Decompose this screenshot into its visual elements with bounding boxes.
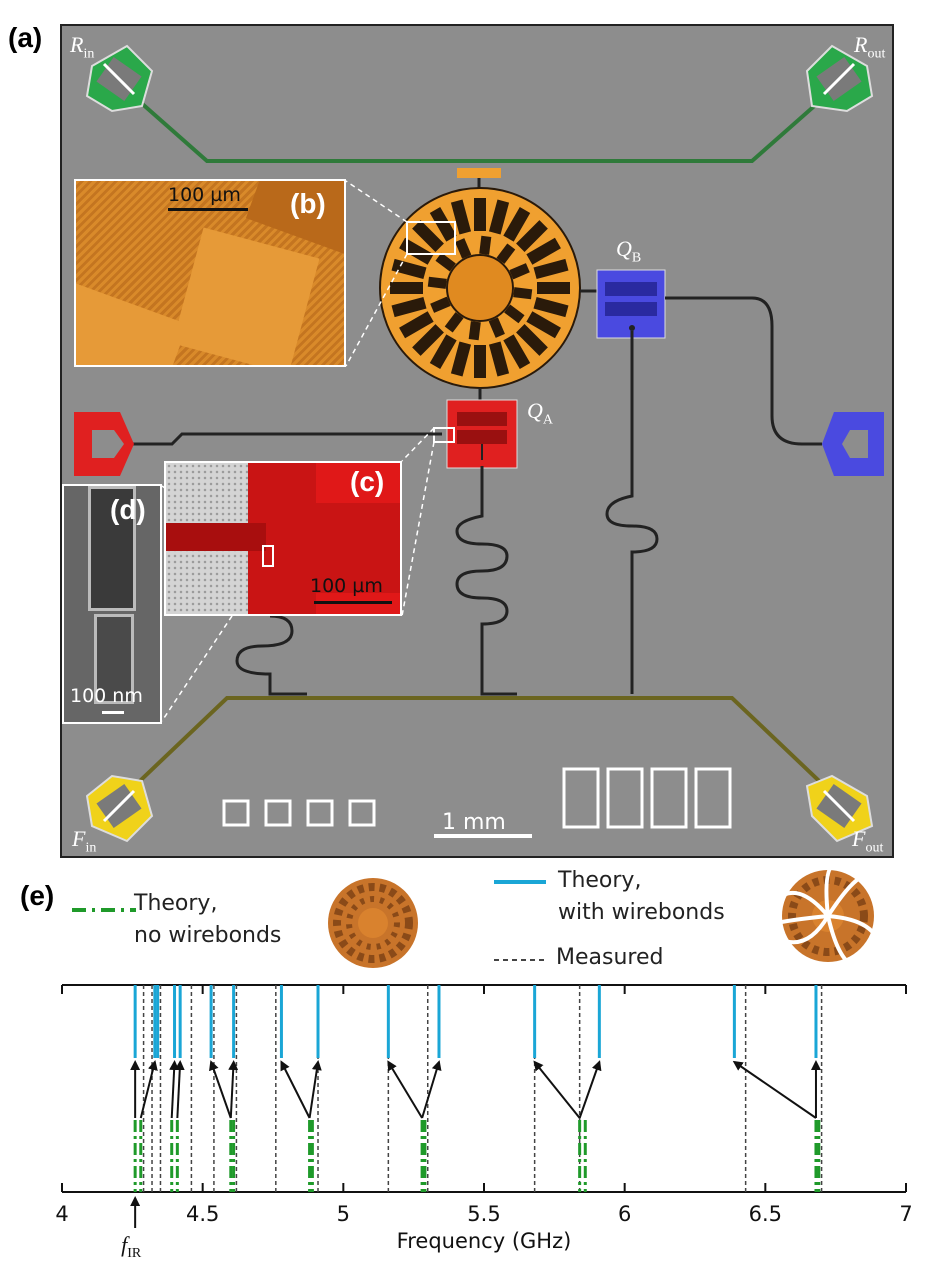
inset-d — [62, 484, 162, 724]
inset-b-scale-label: 100 µm — [168, 184, 241, 206]
r-out-pad — [805, 44, 874, 113]
tick-label-0: 4 — [55, 1202, 68, 1226]
shift-arrow-9 — [421, 1060, 442, 1119]
x-axis-label: Frequency (GHz) — [397, 1229, 572, 1253]
resonator-thumbnail-plain — [328, 878, 418, 968]
f-out-pad — [805, 774, 874, 843]
qubit-b-bus — [665, 296, 822, 446]
qubit-a — [433, 399, 518, 469]
tick-label-1: 4.5 — [186, 1202, 219, 1226]
test-squares — [222, 799, 376, 827]
f-out-label: Fout — [852, 826, 884, 856]
inset-c-scale-label: 100 µm — [310, 575, 383, 597]
inset-d-scale-bar — [102, 711, 124, 714]
legend-swatch-no-wirebonds — [72, 908, 136, 912]
inset-c — [164, 461, 402, 616]
flux-feedline — [120, 696, 839, 800]
panel-label-e: (e) — [20, 880, 55, 911]
shift-arrow-11 — [578, 1060, 602, 1119]
inset-b-label: (b) — [290, 188, 326, 219]
qubit-b-flux-meander — [605, 331, 659, 694]
qubit-b — [596, 269, 666, 339]
circular-resonator — [379, 187, 581, 389]
shift-arrow-3 — [174, 1060, 185, 1119]
shift-arrow-6 — [280, 1060, 311, 1119]
inset-c-scale-bar — [314, 601, 392, 604]
spectrum-lines — [133, 985, 823, 1192]
f-in-pad — [85, 774, 154, 843]
tick-label-2: 5 — [337, 1202, 350, 1226]
q-b-label: QB — [616, 236, 642, 266]
tick-label-5: 6.5 — [749, 1202, 782, 1226]
tick-label-4: 6 — [618, 1202, 631, 1226]
spectrum-arrows — [130, 1060, 821, 1119]
spectrum-ticks: 4 4.5 5 5.5 6 6.5 7 — [55, 985, 913, 1226]
r-in-pad — [85, 44, 154, 113]
f-in-label: Fin — [72, 826, 97, 856]
legend-swatch-with-wirebonds — [494, 880, 546, 884]
r-out-label: Rout — [854, 32, 886, 62]
shift-arrow-8 — [387, 1060, 423, 1119]
red-pad — [74, 412, 134, 476]
f-ir-label: fIR — [121, 1232, 142, 1261]
q-a-label: QA — [527, 398, 554, 428]
qubit-a-bus — [132, 432, 442, 446]
blue-pad — [822, 412, 884, 476]
legend-with-wirebonds-line1: Theory, — [558, 868, 642, 893]
tick-label-3: 5.5 — [467, 1202, 500, 1226]
inset-b-scale-bar — [168, 208, 248, 211]
legend-measured: Measured — [556, 945, 664, 970]
legend-no-wirebonds-line2: no wirebonds — [134, 923, 282, 948]
inset-d-scale-label: 100 nm — [70, 685, 143, 707]
inset-d-label: (d) — [110, 494, 146, 525]
legend-no-wirebonds-line1: Theory, — [134, 891, 218, 916]
readout-feedline — [120, 84, 839, 163]
shift-arrow-2 — [169, 1060, 180, 1119]
chip-micrograph: 100 µm (b) (c) 100 µm (d) 100 nm Rin Rou… — [60, 24, 894, 858]
shift-arrow-12 — [732, 1060, 817, 1119]
shift-arrow-1 — [139, 1060, 158, 1119]
inset-c-label: (c) — [350, 466, 385, 497]
qubit-a-flux-meander — [455, 466, 517, 696]
shift-arrow-10 — [533, 1060, 581, 1119]
shift-arrow-4 — [209, 1060, 232, 1119]
shift-arrow-5 — [228, 1060, 239, 1119]
test-junctions — [562, 767, 732, 829]
tick-label-6: 7 — [899, 1202, 912, 1226]
resonator-thumbnail-wirebonds — [770, 862, 882, 968]
spectrum-axes — [62, 984, 906, 1193]
resonator-coupler — [457, 168, 501, 178]
f-ir-marker: fIR — [121, 1196, 142, 1261]
chip-scale-label: 1 mm — [442, 810, 506, 835]
extra-flux-meander — [235, 614, 307, 696]
shift-arrow-7 — [308, 1060, 322, 1119]
r-in-label: Rin — [70, 32, 95, 62]
legend-with-wirebonds-line2: with wirebonds — [558, 900, 725, 925]
panel-label-a: (a) — [8, 22, 43, 53]
